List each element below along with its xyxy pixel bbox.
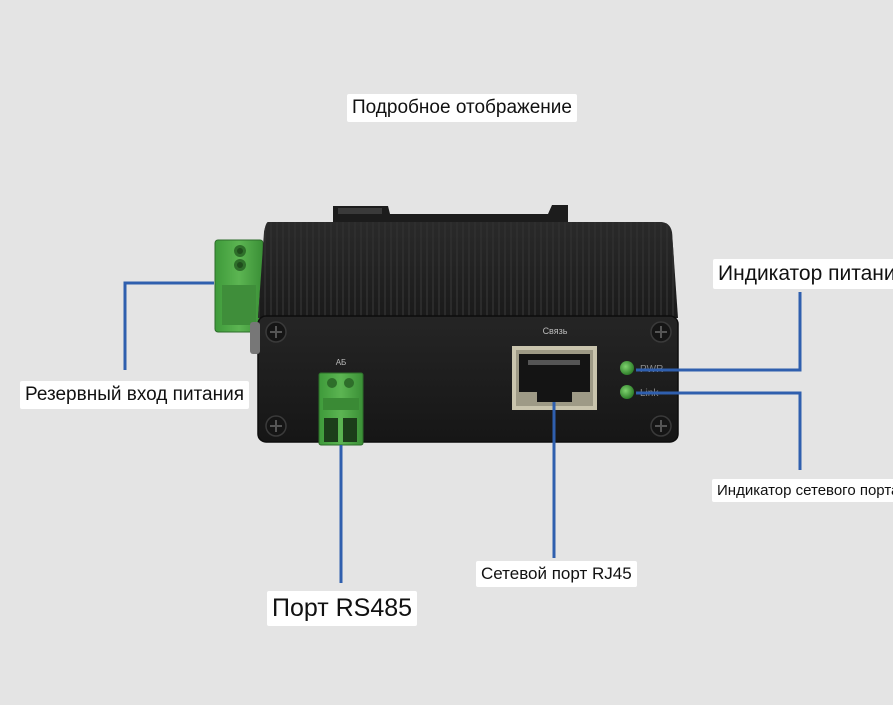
pwr-led-icon [620,361,634,375]
callout-network-indicator [636,391,802,470]
page-title: Подробное отображение [347,94,577,122]
rj45-port-label: Сетевой порт RJ45 [476,561,637,587]
link-led-icon [620,385,634,399]
front-screws [265,321,672,437]
backup-power-label: Резервный вход питания [20,381,250,409]
device-housing-top [258,222,678,318]
power-indicator-label: Индикатор питания [713,259,893,290]
rs485-terminal [318,372,364,446]
callout-power-indicator [636,292,802,372]
port-label-link: Связь [543,326,568,336]
side-screw [250,322,260,354]
din-rail-clip [333,205,568,226]
callout-lines [123,281,802,583]
backup-power-terminal [214,239,264,333]
rs485-port-label: Порт RS485 [267,591,418,626]
port-label-ab: АБ [336,358,347,367]
callout-backup-power [123,281,214,370]
network-indicator-label: Индикатор сетевого порта [712,479,893,503]
rj45-port [512,346,597,410]
